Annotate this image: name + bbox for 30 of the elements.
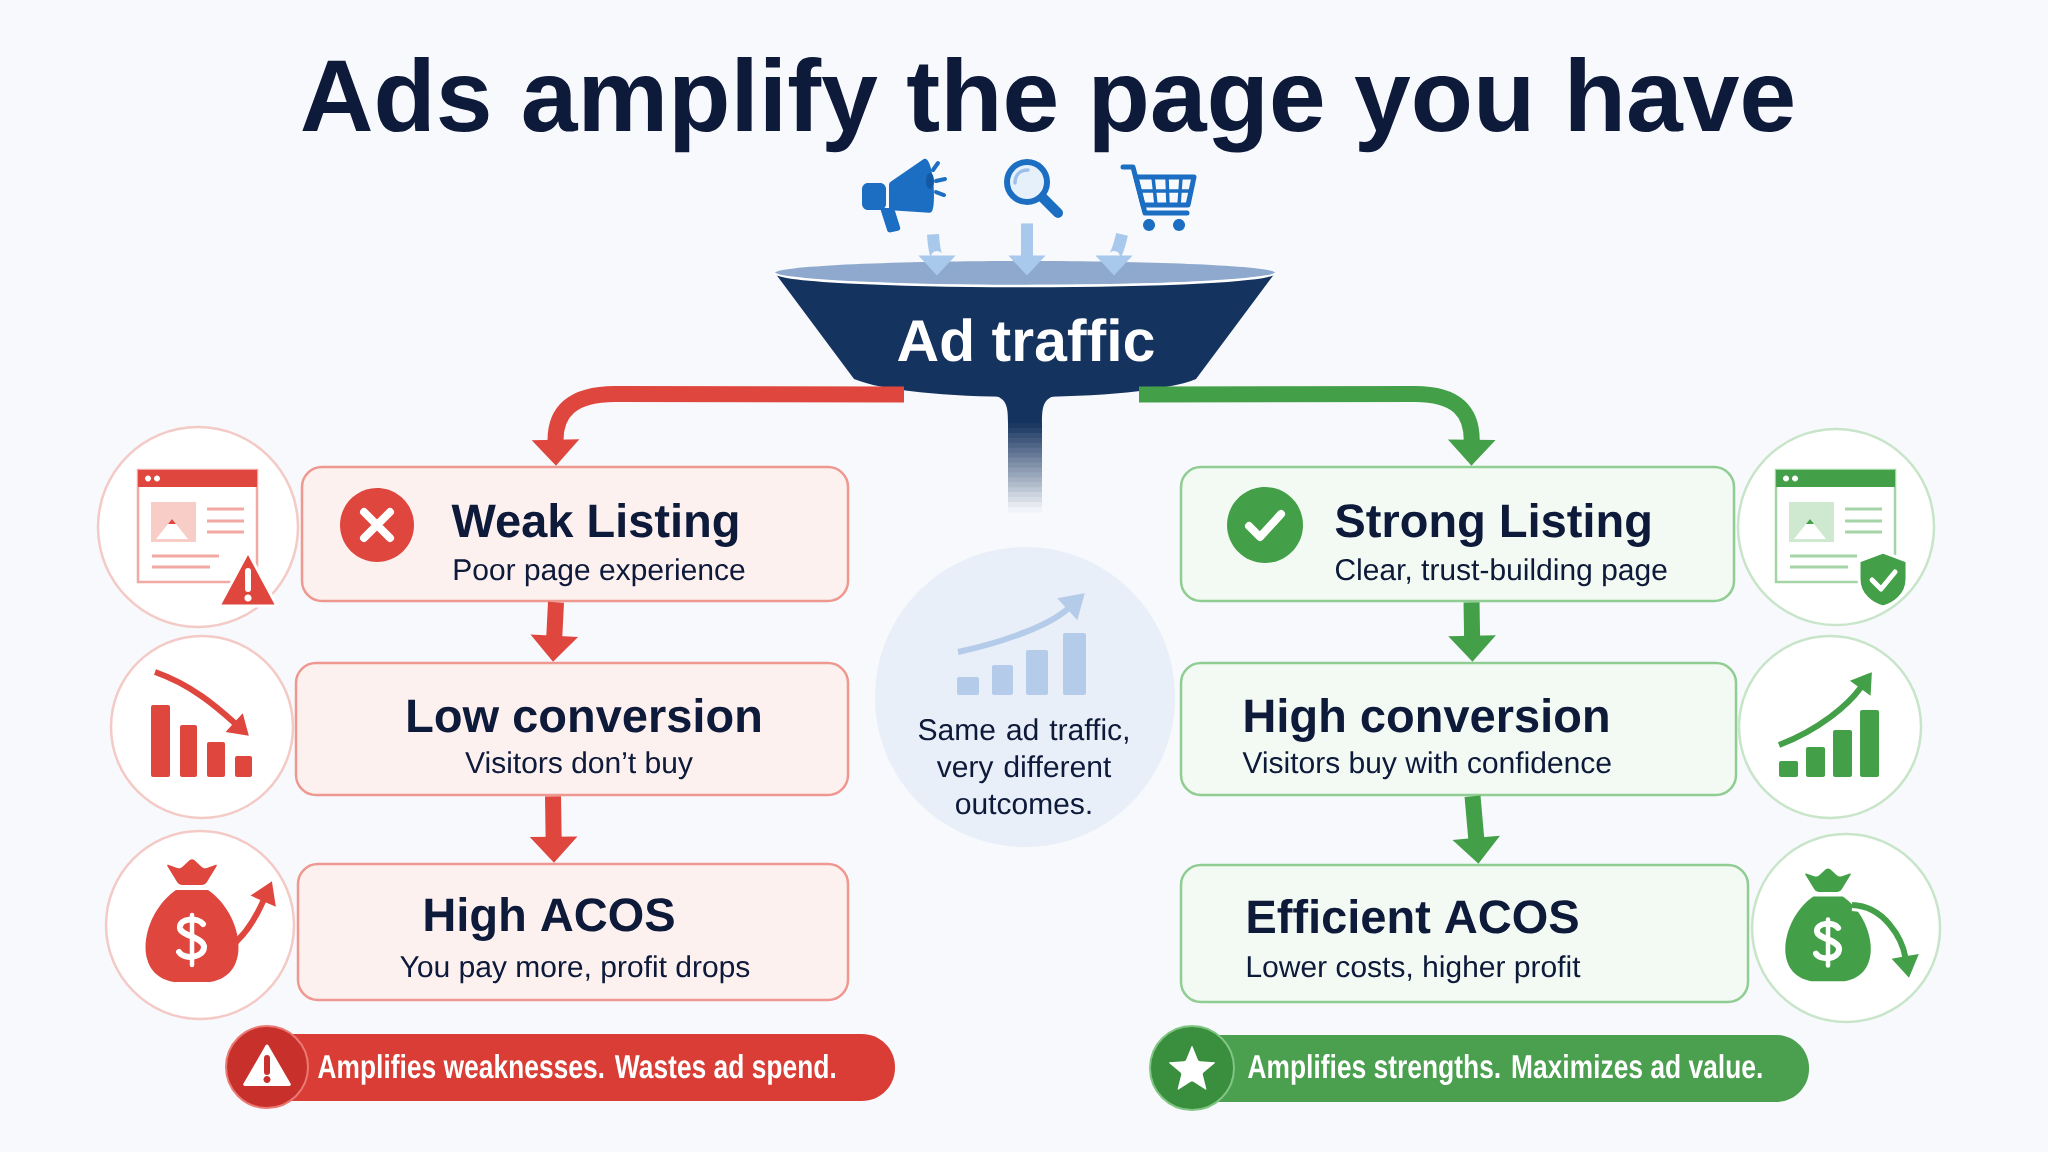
banner-text: Amplifies weaknesses. Wastes ad spend. <box>318 1054 835 1085</box>
funnel <box>774 261 1276 397</box>
step-title: Weak Listing <box>451 503 738 547</box>
step-description: Lower costs, higher profit <box>1247 955 1581 984</box>
banner <box>225 1025 895 1109</box>
step-description: Poor page experience <box>454 558 745 587</box>
note-text: Same ad traffic, very different outcomes. <box>918 718 1128 815</box>
step-box <box>294 661 850 797</box>
step-description: You pay more, profit drops <box>400 955 750 984</box>
step-title: Strong Listing <box>1335 503 1650 547</box>
cart-icon <box>1120 164 1197 231</box>
step-title: Low conversion <box>408 698 760 733</box>
step-description: Visitors don’t buy <box>465 751 693 780</box>
step-description: Visitors buy with confidence <box>1242 751 1611 780</box>
step-box <box>1179 661 1738 797</box>
search-icon <box>1004 159 1063 218</box>
banner <box>1149 1025 1810 1111</box>
step-box <box>300 465 850 603</box>
step-title: High ACOS <box>425 897 674 941</box>
megaphone-icon <box>862 158 947 233</box>
step-description: Clear, trust-building page <box>1335 558 1667 587</box>
step-title: Efficient ACOS <box>1248 899 1578 934</box>
note-circle <box>875 547 1175 847</box>
step-title: High conversion <box>1245 698 1608 742</box>
title: Ads amplify the page you have <box>302 57 1793 153</box>
banner-text: Amplifies strengths. Maximizes ad value. <box>1248 1054 1762 1085</box>
step-box <box>1179 465 1736 603</box>
step-box <box>1179 863 1750 1004</box>
step-box <box>296 862 850 1002</box>
funnel-label: Ad traffic <box>898 318 1154 362</box>
